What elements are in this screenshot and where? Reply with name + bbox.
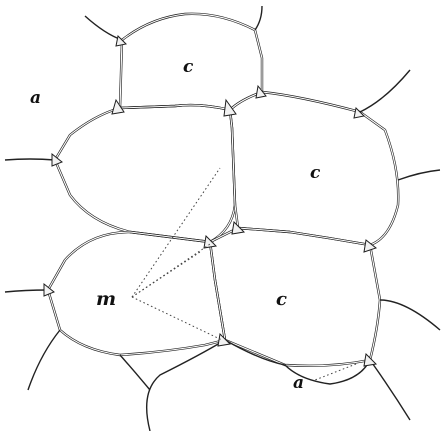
intercellular-space	[364, 240, 376, 252]
intercellular-spaces	[44, 36, 376, 366]
wall-left-bottom-edge	[28, 330, 60, 390]
intercellular-space	[204, 236, 216, 248]
wall-upper-right-edge	[255, 6, 262, 30]
wall-bottom-left-edge	[120, 355, 150, 390]
label-c-right: c	[310, 163, 321, 183]
intercellular-space	[44, 284, 54, 296]
wall-right-lower-edge	[380, 300, 440, 330]
label-m: m	[96, 288, 116, 310]
pointer-line	[132, 240, 216, 297]
label-c-bottom: c	[276, 289, 287, 310]
pointer-line	[132, 168, 220, 297]
pointer-line	[132, 252, 200, 297]
label-c-top: c	[183, 57, 194, 77]
pointer-line	[132, 297, 222, 340]
wall-bottom-right-edge	[370, 360, 410, 420]
wall-left-edge-lower	[5, 290, 48, 292]
wall-upper-left-edge	[85, 16, 122, 40]
figure-labels: c c c a a m	[30, 57, 321, 393]
cell-walls	[5, 6, 440, 431]
wall-right-upper-edge	[360, 70, 410, 112]
label-a-bottom: a	[293, 373, 304, 393]
wall-left-edge-middle	[5, 159, 55, 160]
label-a-top: a	[30, 88, 41, 108]
intercellular-space	[224, 100, 236, 116]
wall-right-edge	[398, 170, 440, 180]
